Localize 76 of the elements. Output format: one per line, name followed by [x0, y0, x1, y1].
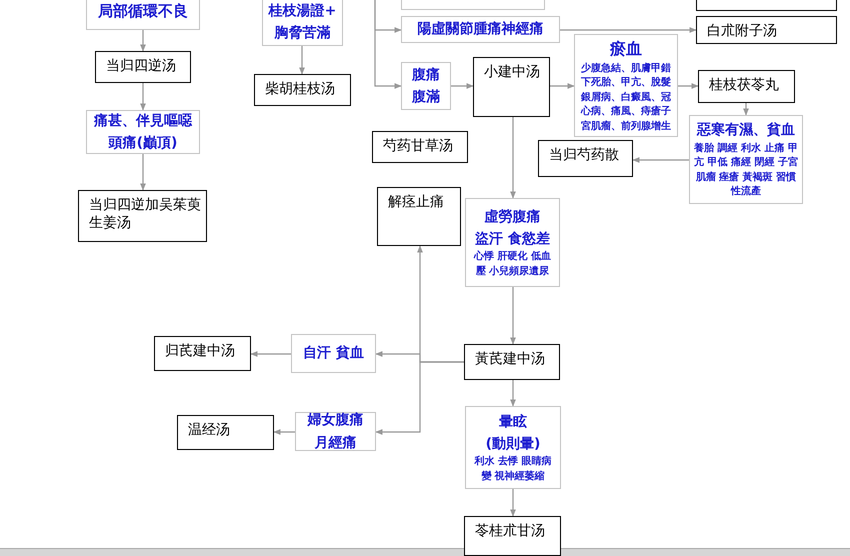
- formula-box: [698, 70, 795, 103]
- symptom-heading: 瘀血: [610, 38, 642, 60]
- formula-name: 白朮附子汤: [706, 22, 778, 40]
- arrow: [632, 157, 689, 163]
- arrow: [140, 83, 146, 111]
- symptom-heading: 陽虛關節腫痛神經痛: [418, 20, 544, 39]
- symptom-heading: 虛勞腹痛: [484, 208, 540, 226]
- arrow: [140, 154, 146, 191]
- symptom-heading: 月經痛: [314, 434, 356, 452]
- formula-box: [696, 16, 837, 44]
- arrow: [550, 83, 575, 89]
- symptom-heading: 盜汗 食慾差: [475, 230, 550, 248]
- symptom-heading: 腹滿: [412, 88, 440, 106]
- arrow: [510, 117, 516, 199]
- symptom-heading: 自汗 貧血: [303, 344, 364, 363]
- formula-box: [473, 57, 550, 117]
- symptom-box: [465, 406, 561, 489]
- symptom-box: [86, 110, 200, 154]
- symptom-heading: 頭痛(巓頂): [108, 134, 178, 152]
- symptom-heading: 暈眩: [499, 412, 527, 431]
- symptom-heading: 腹痛: [412, 66, 440, 84]
- formula-name: 桂枝茯苓丸: [708, 76, 780, 94]
- symptom-heading: 痛甚、伴見嘔噁: [94, 112, 192, 130]
- symptom-heading: 惡寒有濕、貧血: [697, 121, 795, 140]
- symptom-heading: (動則暈): [486, 435, 540, 454]
- symptom-heading: 胸脅苦滿: [274, 24, 330, 42]
- symptom-detail: 少腹急結、肌膚甲錯下死胎、甲亢、脫髮銀屑病、白癜風、冠心病、痛風、痔瘡子宮肌瘤、前列腺增生: [580, 62, 672, 134]
- formula-box: [177, 415, 274, 450]
- symptom-box: [291, 334, 376, 373]
- symptom-detail: 利水 去悸 眼睛病變 視神經萎縮: [473, 455, 552, 484]
- symptom-heading: 局部循環不良: [98, 2, 188, 22]
- symptom-heading: 桂枝湯證+: [268, 2, 336, 20]
- formula-box: [464, 344, 560, 380]
- symptom-box: [689, 115, 803, 204]
- formula-box: [377, 187, 461, 246]
- formula-name: 归芪建中汤: [164, 342, 236, 360]
- arrow: [250, 351, 291, 357]
- formula-name: 黃芪建中汤: [474, 350, 546, 368]
- symptom-detail: 養胎 調經 利水 止痛 甲亢 甲低 痛經 閉經 子宮肌瘤 痤瘡 黃褐斑 習慣性流產: [693, 142, 799, 200]
- symptom-box: [262, 0, 343, 46]
- arrow: [510, 287, 516, 345]
- arrow: [374, 0, 402, 89]
- arrow: [451, 83, 474, 89]
- formula-name: 当归四逆汤: [105, 57, 177, 75]
- formula-box: [154, 336, 251, 371]
- arrow: [678, 83, 699, 89]
- formula-box: [78, 190, 207, 242]
- symptom-box: [86, 0, 200, 30]
- arrow: [273, 429, 295, 435]
- formula-name: 温经汤: [187, 421, 231, 439]
- symptom-heading: 婦女腹痛: [308, 411, 364, 430]
- formula-name: 柴胡桂枝汤: [264, 80, 336, 98]
- arrow: [140, 30, 146, 52]
- formula-box: [254, 74, 351, 106]
- formula-box: [95, 51, 191, 83]
- formula-name: 苓桂朮甘汤: [474, 522, 546, 540]
- symptom-box: [401, 16, 560, 43]
- formula-name: 解痉止痛: [387, 193, 445, 211]
- arrow: [375, 361, 464, 435]
- formula-name: 小建中汤: [483, 63, 541, 81]
- formula-name: 当归芍药散: [548, 146, 620, 164]
- symptom-box: [574, 34, 678, 137]
- arrow: [743, 103, 749, 116]
- symptom-box: [295, 412, 376, 451]
- arrow: [510, 380, 516, 407]
- arrow: [510, 489, 516, 517]
- symptom-detail: 心悸 肝硬化 低血壓 小兒頻尿遺尿: [472, 250, 552, 279]
- formula-box: [372, 131, 468, 163]
- arrow: [299, 46, 305, 75]
- formula-box: [538, 140, 633, 177]
- formula-name: 当归四逆加吴茱萸生姜汤: [88, 196, 202, 232]
- arrow: [560, 27, 697, 33]
- symptom-box: [465, 198, 560, 287]
- formula-box: [464, 516, 561, 556]
- symptom-box: [401, 62, 451, 110]
- formula-name: 芍药甘草汤: [382, 137, 454, 155]
